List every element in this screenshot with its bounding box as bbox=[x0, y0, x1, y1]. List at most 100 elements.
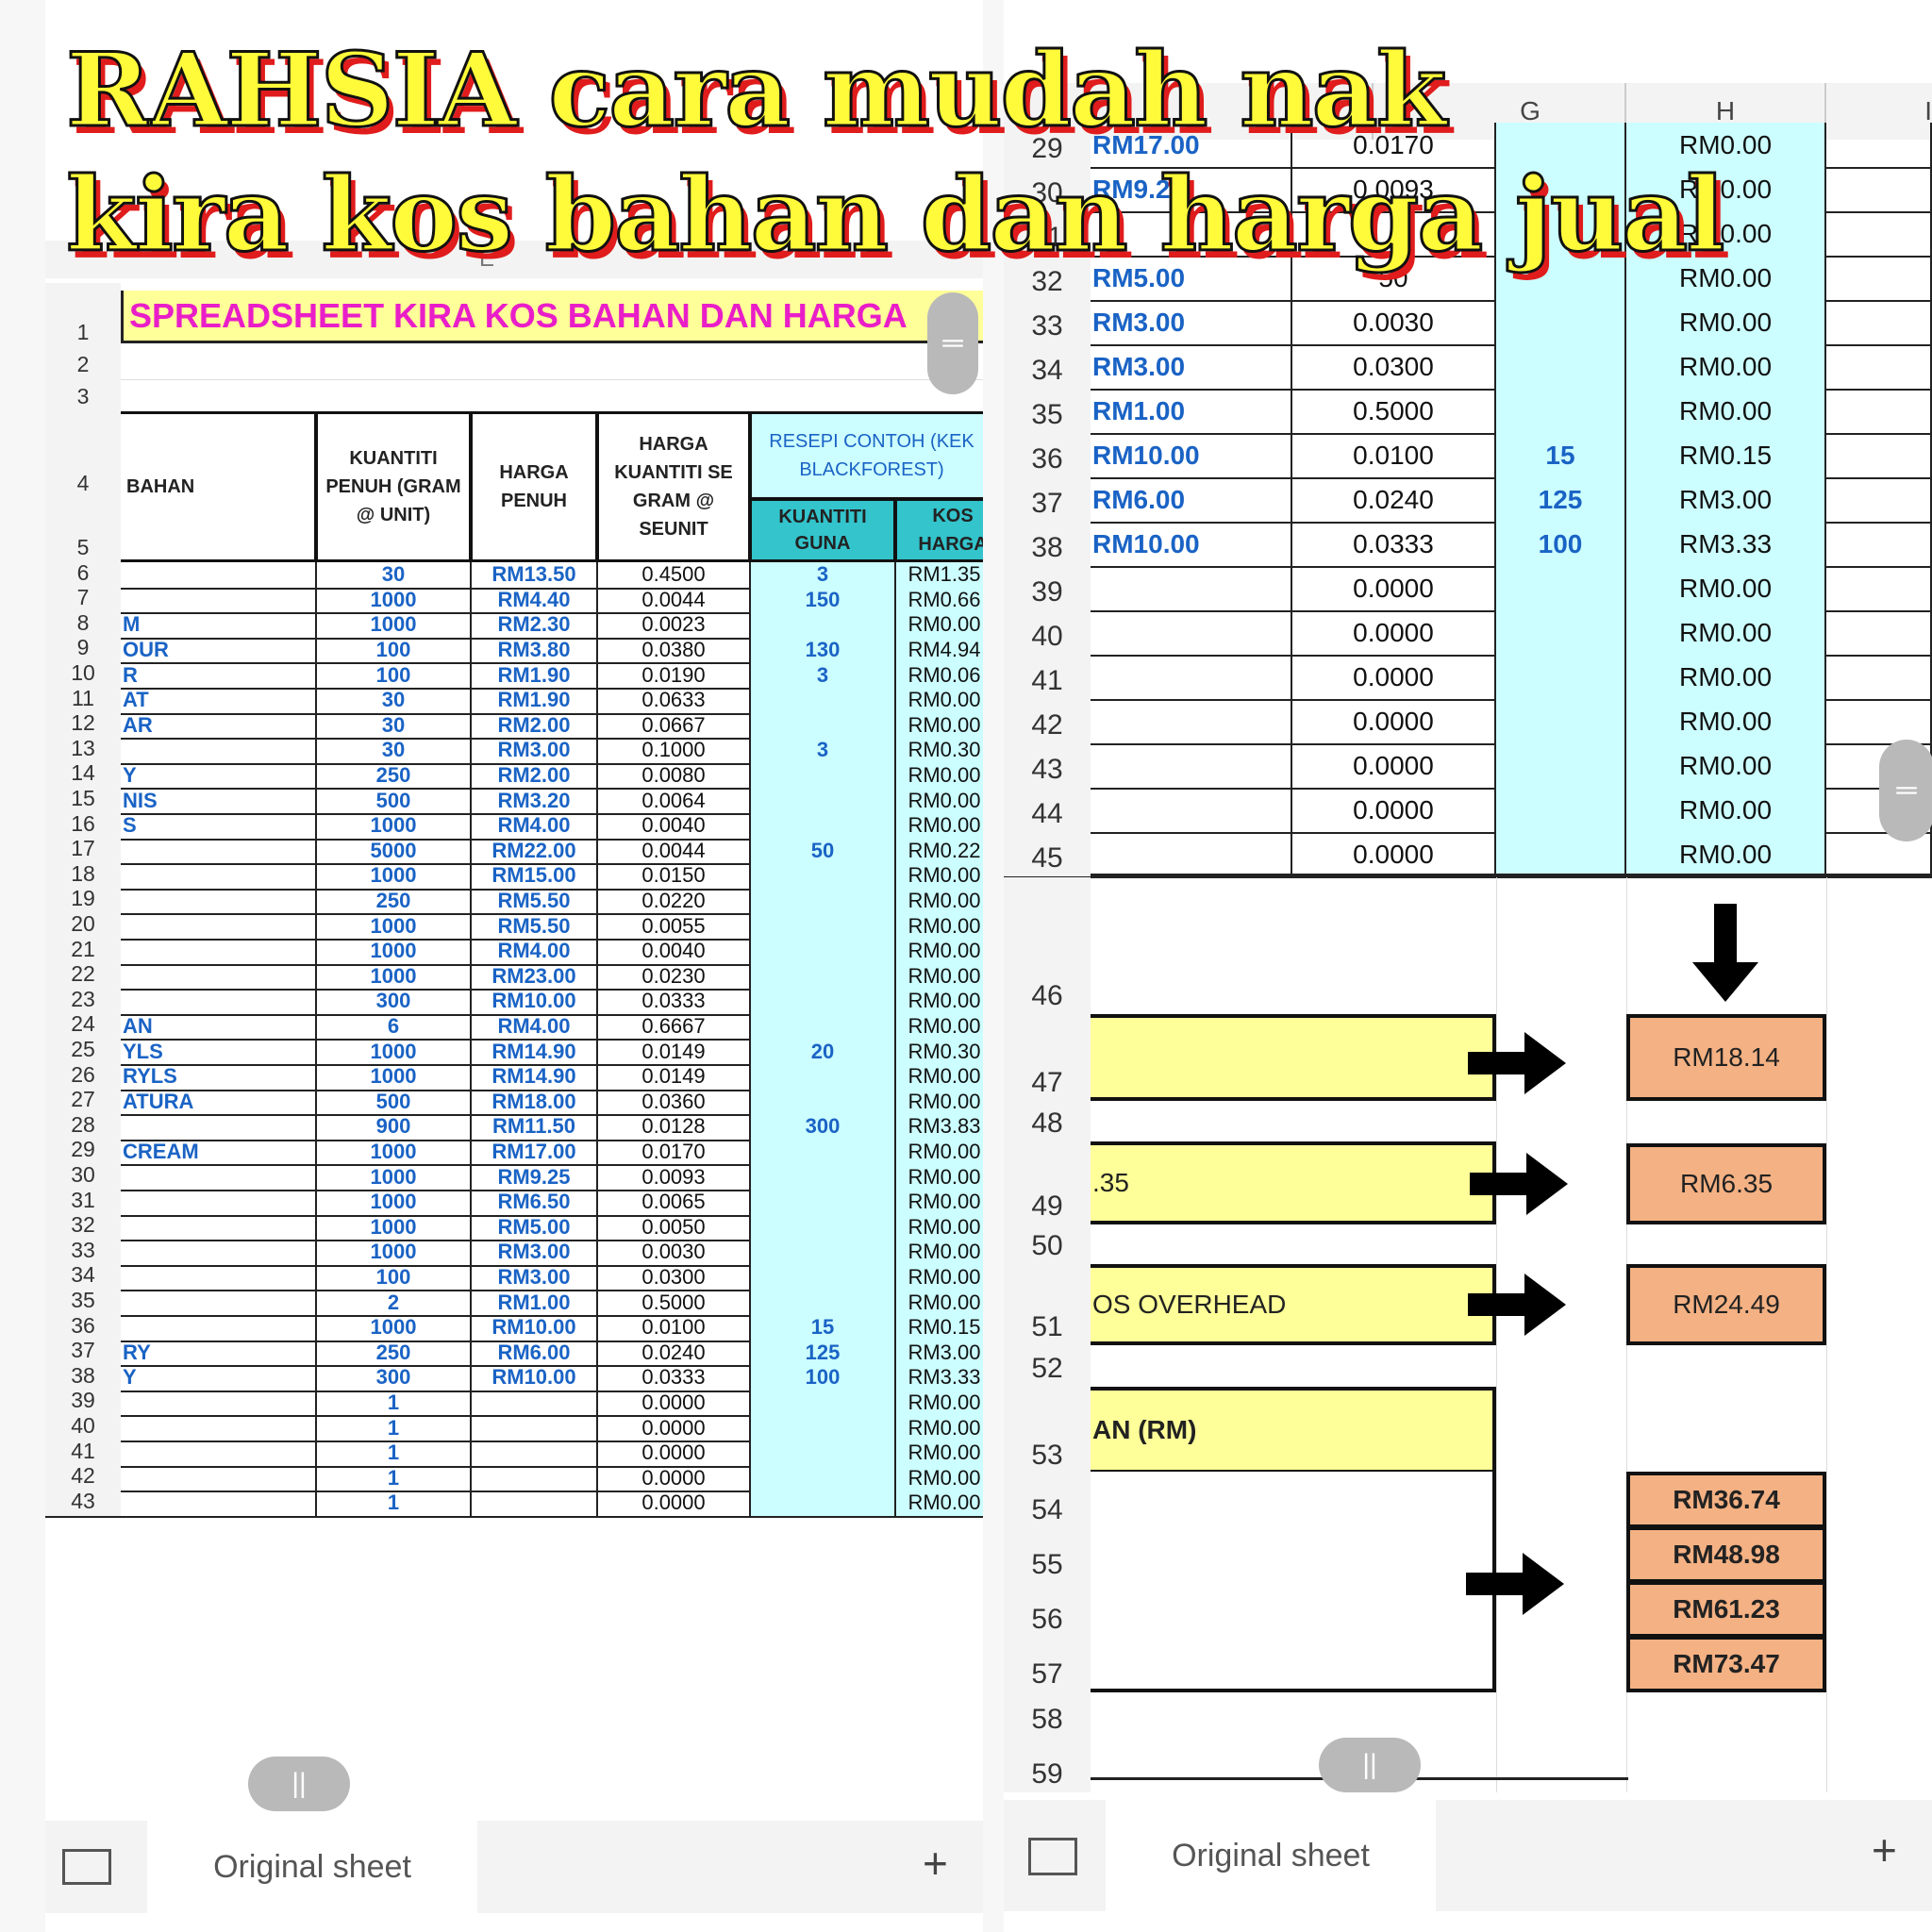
table-cell[interactable] bbox=[751, 1240, 896, 1265]
row-number[interactable]: 50 bbox=[1004, 1224, 1091, 1264]
table-cell[interactable]: 0.0000 bbox=[598, 1465, 751, 1491]
table-cell[interactable]: RM6.50 bbox=[472, 1190, 598, 1215]
table-cell[interactable]: S bbox=[121, 813, 317, 839]
table-cell[interactable]: RM0.00 bbox=[896, 913, 983, 939]
table-cell[interactable]: 0.0044 bbox=[598, 838, 751, 864]
row-number[interactable]: 15 bbox=[45, 786, 121, 813]
row-number[interactable]: 58 bbox=[1004, 1692, 1091, 1738]
row-number[interactable]: 45 bbox=[1004, 832, 1091, 876]
table-cell[interactable]: RM6.00 bbox=[472, 1340, 598, 1366]
table-cell[interactable]: RYLS bbox=[121, 1064, 317, 1090]
table-cell[interactable] bbox=[121, 913, 317, 939]
table-cell[interactable]: M bbox=[121, 612, 317, 638]
table-cell[interactable]: RM3.33 bbox=[896, 1365, 983, 1391]
row-number[interactable]: 24 bbox=[45, 1011, 121, 1040]
row-number[interactable]: 51 bbox=[1004, 1264, 1091, 1345]
table-cell[interactable] bbox=[751, 913, 896, 939]
row-number[interactable]: 52 bbox=[1004, 1345, 1091, 1387]
table-cell[interactable]: 0.0000 bbox=[598, 1390, 751, 1416]
table-cell[interactable]: 0.4500 bbox=[598, 562, 751, 588]
row-number[interactable]: 43 bbox=[1004, 743, 1091, 788]
table-cell[interactable] bbox=[1496, 256, 1626, 300]
table-cell[interactable] bbox=[1496, 344, 1626, 389]
table-cell[interactable]: 0.0633 bbox=[598, 688, 751, 713]
table-cell[interactable]: RM5.50 bbox=[472, 888, 598, 914]
table-cell[interactable]: 0.0333 bbox=[598, 989, 751, 1014]
table-cell[interactable]: RM0.00 bbox=[1626, 123, 1826, 167]
table-cell[interactable]: 0.0220 bbox=[598, 888, 751, 914]
row-number[interactable]: 28 bbox=[45, 1112, 121, 1140]
table-cell[interactable]: AT bbox=[121, 688, 317, 713]
table-cell[interactable]: 0.0093 bbox=[598, 1164, 751, 1190]
table-cell[interactable]: 0.0170 bbox=[1292, 123, 1496, 167]
table-cell[interactable] bbox=[1826, 433, 1932, 477]
row-number[interactable]: 41 bbox=[1004, 655, 1091, 699]
summary-label-51[interactable]: OS OVERHEAD bbox=[1091, 1264, 1496, 1345]
table-cell[interactable]: RM3.00 bbox=[1626, 477, 1826, 522]
table-cell[interactable] bbox=[121, 1441, 317, 1466]
table-cell[interactable]: 0.0044 bbox=[598, 587, 751, 613]
table-cell[interactable]: RM0.00 bbox=[896, 612, 983, 638]
table-cell[interactable]: RM0.00 bbox=[1626, 788, 1826, 832]
table-cell[interactable]: RM10.00 bbox=[472, 989, 598, 1014]
table-cell[interactable]: 20 bbox=[751, 1039, 896, 1064]
table-cell[interactable]: 30 bbox=[317, 712, 472, 739]
row-number[interactable]: 46 bbox=[1004, 877, 1091, 1014]
row-number[interactable]: 49 bbox=[1004, 1141, 1091, 1224]
row-number[interactable]: 11 bbox=[45, 686, 121, 713]
table-cell[interactable]: 100 bbox=[751, 1365, 896, 1391]
table-cell[interactable]: 0.0360 bbox=[598, 1089, 751, 1115]
table-cell[interactable] bbox=[1826, 655, 1932, 699]
row-number[interactable]: 36 bbox=[45, 1313, 121, 1341]
table-cell[interactable]: 1000 bbox=[317, 913, 472, 939]
table-cell[interactable]: RM4.00 bbox=[472, 813, 598, 839]
table-cell[interactable]: 30 bbox=[317, 688, 472, 713]
table-cell[interactable]: RM9.25 bbox=[1091, 167, 1292, 211]
header-harga-penuh[interactable]: HARGA PENUH bbox=[470, 411, 598, 562]
row-number[interactable]: 55 bbox=[1004, 1528, 1091, 1583]
table-cell[interactable] bbox=[1826, 389, 1932, 433]
table-cell[interactable] bbox=[1496, 743, 1626, 788]
row-number[interactable]: 6 bbox=[45, 560, 121, 588]
table-cell[interactable]: 250 bbox=[317, 1340, 472, 1366]
table-cell[interactable] bbox=[1826, 610, 1932, 655]
table-cell[interactable]: RM0.00 bbox=[1626, 610, 1826, 655]
row-number[interactable]: 1 bbox=[45, 283, 121, 347]
table-cell[interactable]: 0.0000 bbox=[1292, 610, 1496, 655]
row-number[interactable]: 32 bbox=[1004, 256, 1091, 300]
table-cell[interactable]: RM5.50 bbox=[472, 913, 598, 939]
table-cell[interactable]: RM0.00 bbox=[896, 863, 983, 889]
table-cell[interactable]: 0.0064 bbox=[598, 788, 751, 813]
table-cell[interactable]: RM0.66 bbox=[896, 587, 983, 613]
row-number[interactable]: 56 bbox=[1004, 1583, 1091, 1638]
table-cell[interactable]: RM0.00 bbox=[896, 1089, 983, 1115]
table-cell[interactable]: RM1.00 bbox=[1091, 389, 1292, 433]
row-number[interactable]: 38 bbox=[1004, 522, 1091, 566]
table-cell[interactable] bbox=[121, 939, 317, 964]
table-cell[interactable]: RM3.33 bbox=[1626, 522, 1826, 566]
row-number[interactable]: 14 bbox=[45, 760, 121, 789]
table-cell[interactable] bbox=[472, 1390, 598, 1416]
table-cell[interactable]: 0.0000 bbox=[598, 1491, 751, 1516]
table-cell[interactable] bbox=[121, 838, 317, 864]
table-cell[interactable]: RM0.00 bbox=[896, 1139, 983, 1165]
table-cell[interactable]: RM0.00 bbox=[896, 762, 983, 789]
table-cell[interactable] bbox=[751, 888, 896, 914]
table-cell[interactable]: 50 bbox=[751, 838, 896, 864]
table-cell[interactable]: RM5.00 bbox=[1091, 256, 1292, 300]
row-number[interactable]: 18 bbox=[45, 861, 121, 889]
table-cell[interactable]: OUR bbox=[121, 637, 317, 663]
table-cell[interactable]: R bbox=[121, 662, 317, 688]
table-cell[interactable] bbox=[1091, 699, 1292, 743]
row-number[interactable]: 31 bbox=[1004, 211, 1091, 256]
table-cell[interactable]: RM10.00 bbox=[472, 1315, 598, 1341]
table-cell[interactable]: 0.0230 bbox=[598, 963, 751, 990]
table-cell[interactable] bbox=[121, 1240, 317, 1265]
price-tier-2[interactable]: RM48.98 bbox=[1626, 1526, 1826, 1583]
row-number[interactable]: 13 bbox=[45, 736, 121, 763]
table-cell[interactable] bbox=[751, 1491, 896, 1516]
table-cell[interactable]: 30 bbox=[317, 738, 472, 763]
table-cell[interactable]: 0.0080 bbox=[598, 762, 751, 789]
row-number[interactable]: 30 bbox=[45, 1162, 121, 1190]
result-cost-47[interactable]: RM18.14 bbox=[1626, 1014, 1826, 1101]
